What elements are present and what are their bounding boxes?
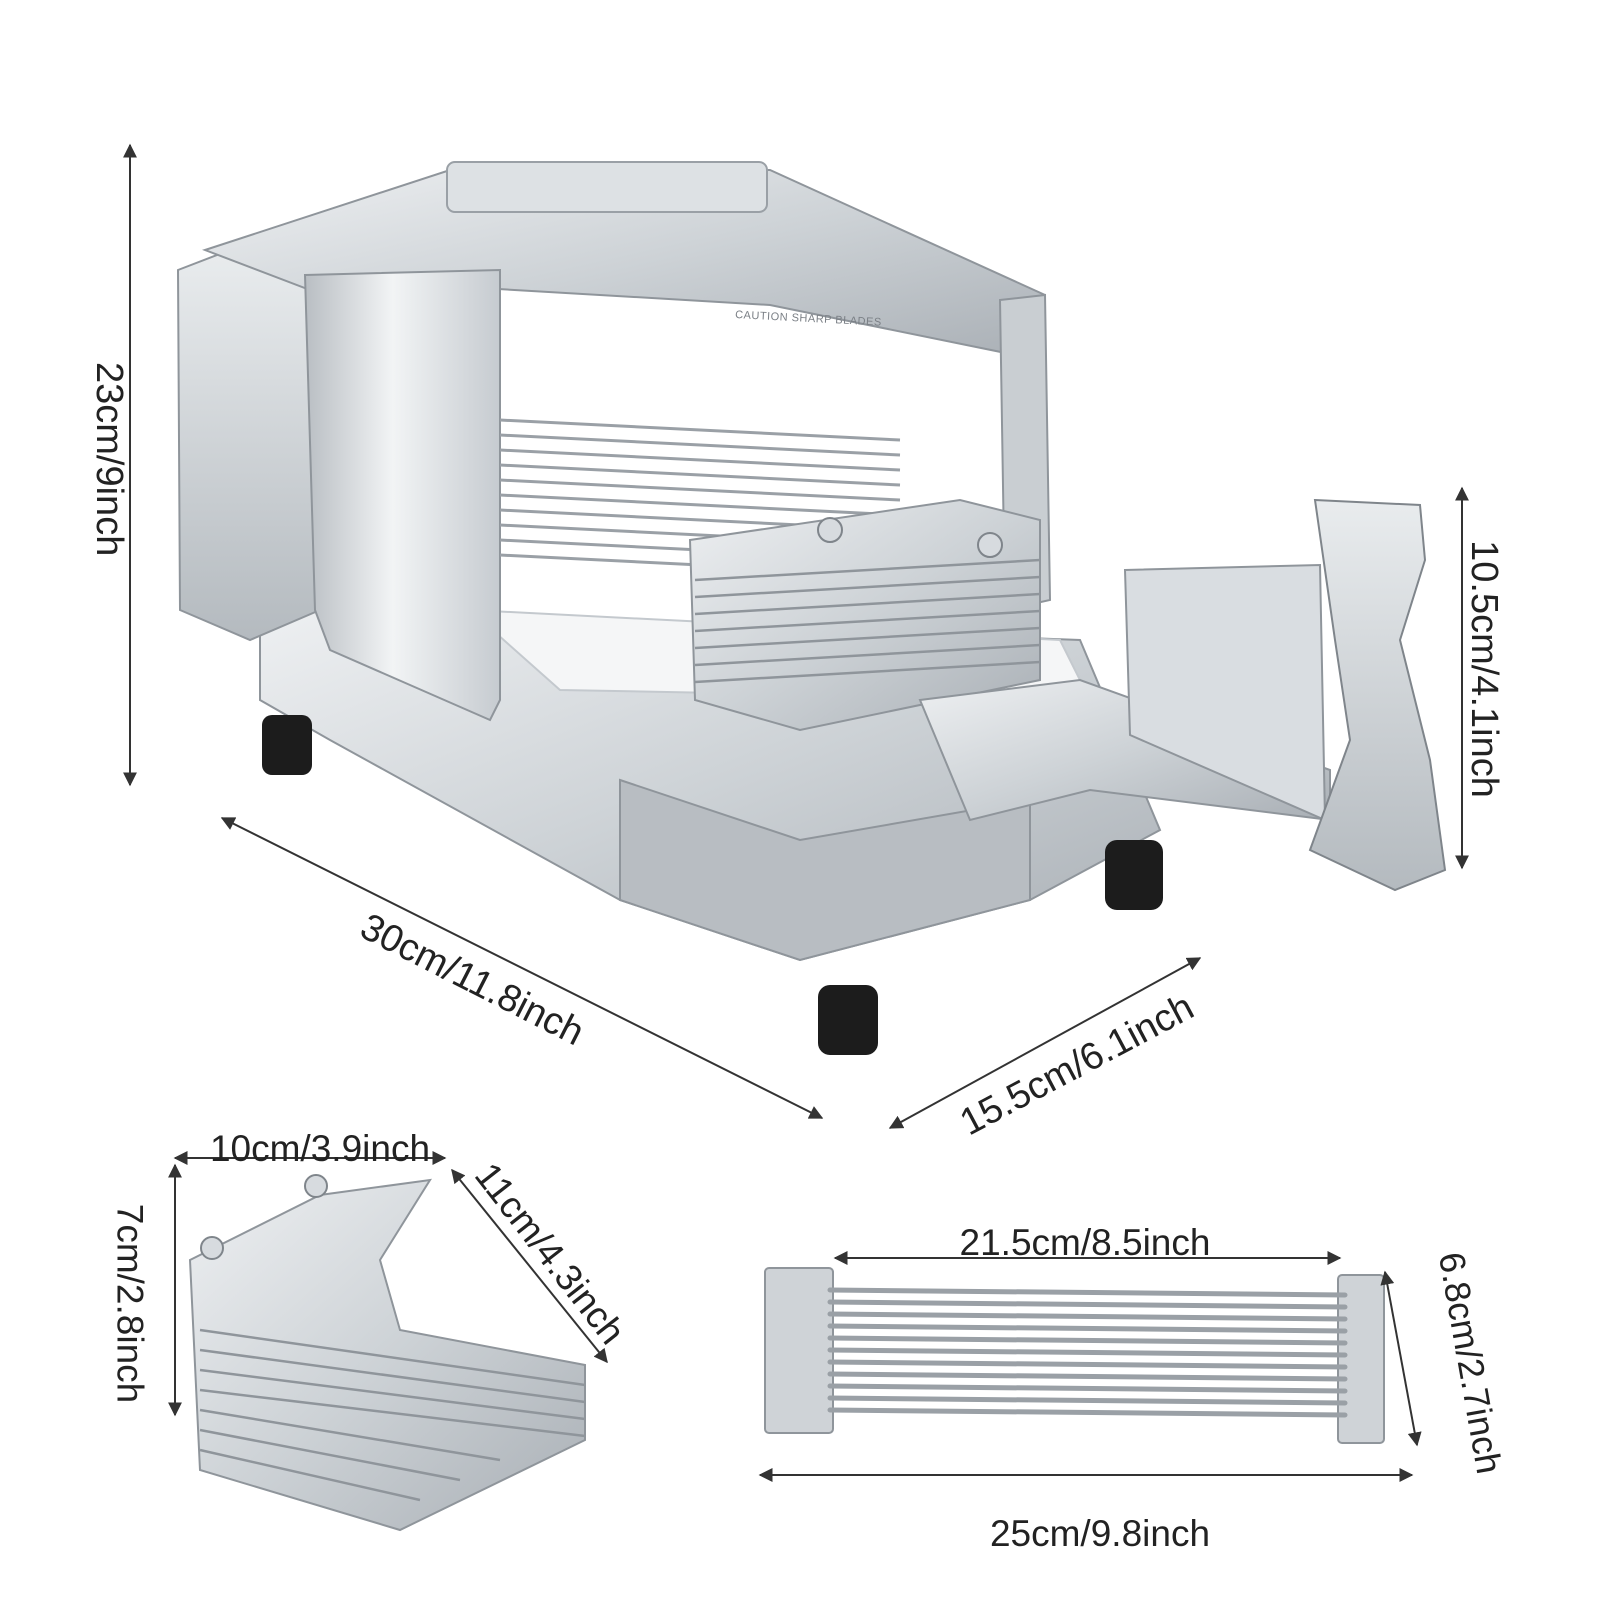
pusher-block bbox=[688, 498, 1041, 732]
cap-nut bbox=[304, 1174, 328, 1198]
cap-nut bbox=[817, 517, 843, 543]
handle-label: 10.5cm/4.1inch bbox=[1463, 540, 1505, 798]
side-housing bbox=[176, 248, 321, 642]
height-label: 23cm/9inch bbox=[88, 362, 130, 557]
top-plate bbox=[446, 161, 768, 213]
pusher-blades bbox=[694, 558, 1041, 684]
rubber-foot bbox=[818, 985, 878, 1055]
blade-set-total-length-label: 25cm/9.8inch bbox=[989, 1513, 1211, 1554]
handle-grip bbox=[1308, 498, 1447, 892]
blade-length-arrow bbox=[451, 1168, 608, 1364]
rubber-foot bbox=[1105, 840, 1163, 910]
width-arrow bbox=[888, 957, 1202, 1129]
length-arrow bbox=[220, 817, 824, 1119]
rubber-foot bbox=[262, 715, 312, 775]
cap-nut bbox=[200, 1236, 224, 1260]
blade-assembly-height-label: 7cm/2.8inch bbox=[109, 1203, 151, 1404]
blade-set-inner-length-label: 21.5cm/8.5inch bbox=[959, 1222, 1211, 1263]
blade-set-part bbox=[764, 1267, 1385, 1444]
dimension-arrows bbox=[123, 143, 1469, 1482]
cap-nut bbox=[977, 532, 1003, 558]
tomato-slicer: CAUTION SHARP BLADES bbox=[176, 161, 1447, 1055]
fixed-blades bbox=[499, 418, 901, 577]
set-height-arrow bbox=[1380, 1270, 1422, 1447]
blade-assembly-part bbox=[188, 1174, 586, 1532]
blade-assembly-width-label: 10cm/3.9inch bbox=[209, 1128, 431, 1169]
blade-guard bbox=[303, 268, 501, 722]
